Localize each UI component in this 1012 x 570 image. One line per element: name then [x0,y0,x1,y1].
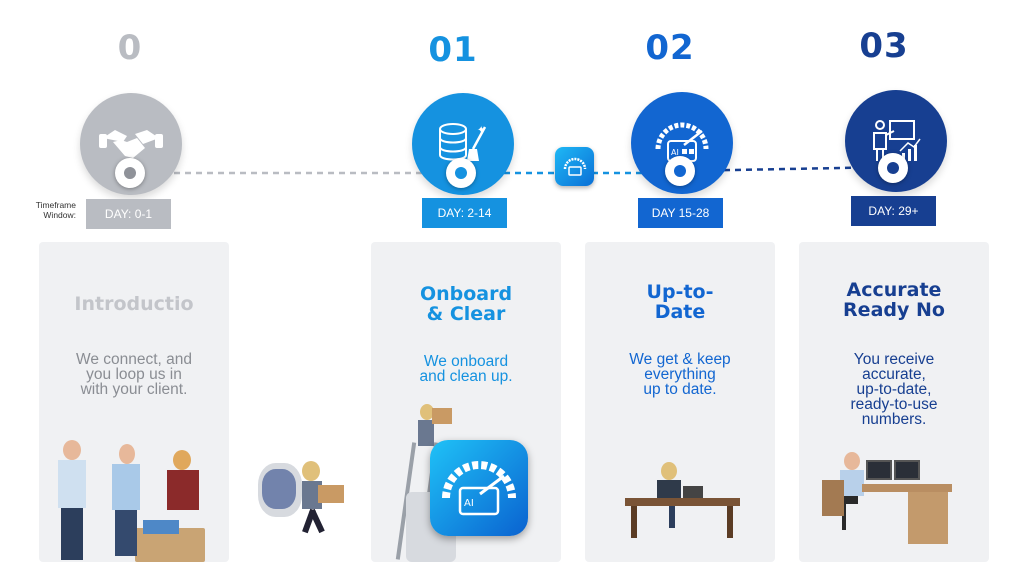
svg-text:✦: ✦ [477,125,485,136]
card-title-2: Up-to- Date [646,282,714,322]
timeline-node-0 [115,158,145,188]
timeframe-label: Timeframe Window: [35,200,76,220]
database-cleanup-icon: ✦ [439,123,487,161]
handshake-icon [99,130,163,158]
card-title-1: Onboard & Clear [419,284,513,324]
svg-text:AI: AI [464,498,474,509]
svg-text:AI: AI [671,148,679,157]
timeline-node-3 [878,153,908,183]
ladder-files-illustration: AI [395,402,530,562]
analyst-workstation-illustration [822,452,952,550]
ai-app-icon-large: AI [430,440,528,536]
step-number-3: 03 [859,26,909,66]
step-circle-1: ✦ [412,93,514,195]
ai-dashboard-app-icon [555,147,594,186]
card-title-3: Accurate Ready No [843,280,945,320]
day-badge-3: DAY: 29+ [851,196,936,226]
card-description-2: We get & keep everything up to date. [629,351,731,398]
day-badge-1: DAY: 2-14 [422,198,507,228]
timeline-node-1 [446,158,476,188]
step-card-2: Up-to- Date We get & keep everything up … [585,242,775,562]
timeline-node-2 [665,156,695,186]
step-number-0: 0 [117,28,143,68]
step-number-1: 01 [428,30,478,70]
step-number-2: 02 [645,28,695,68]
desk-worker-illustration [625,460,740,540]
card-description-3: You receive accurate, up-to-date, ready-… [850,351,938,428]
card-description-1: We onboard and clean up. [419,353,513,385]
card-title-0: Introductio [74,294,194,314]
card-description-0: We connect, and you loop us in with your… [75,351,193,398]
day-badge-0: DAY: 0-1 [86,199,171,229]
day-badge-2: DAY 15-28 [638,198,723,228]
handshake-people-illustration [55,438,215,562]
running-woman-files-illustration [258,455,353,535]
